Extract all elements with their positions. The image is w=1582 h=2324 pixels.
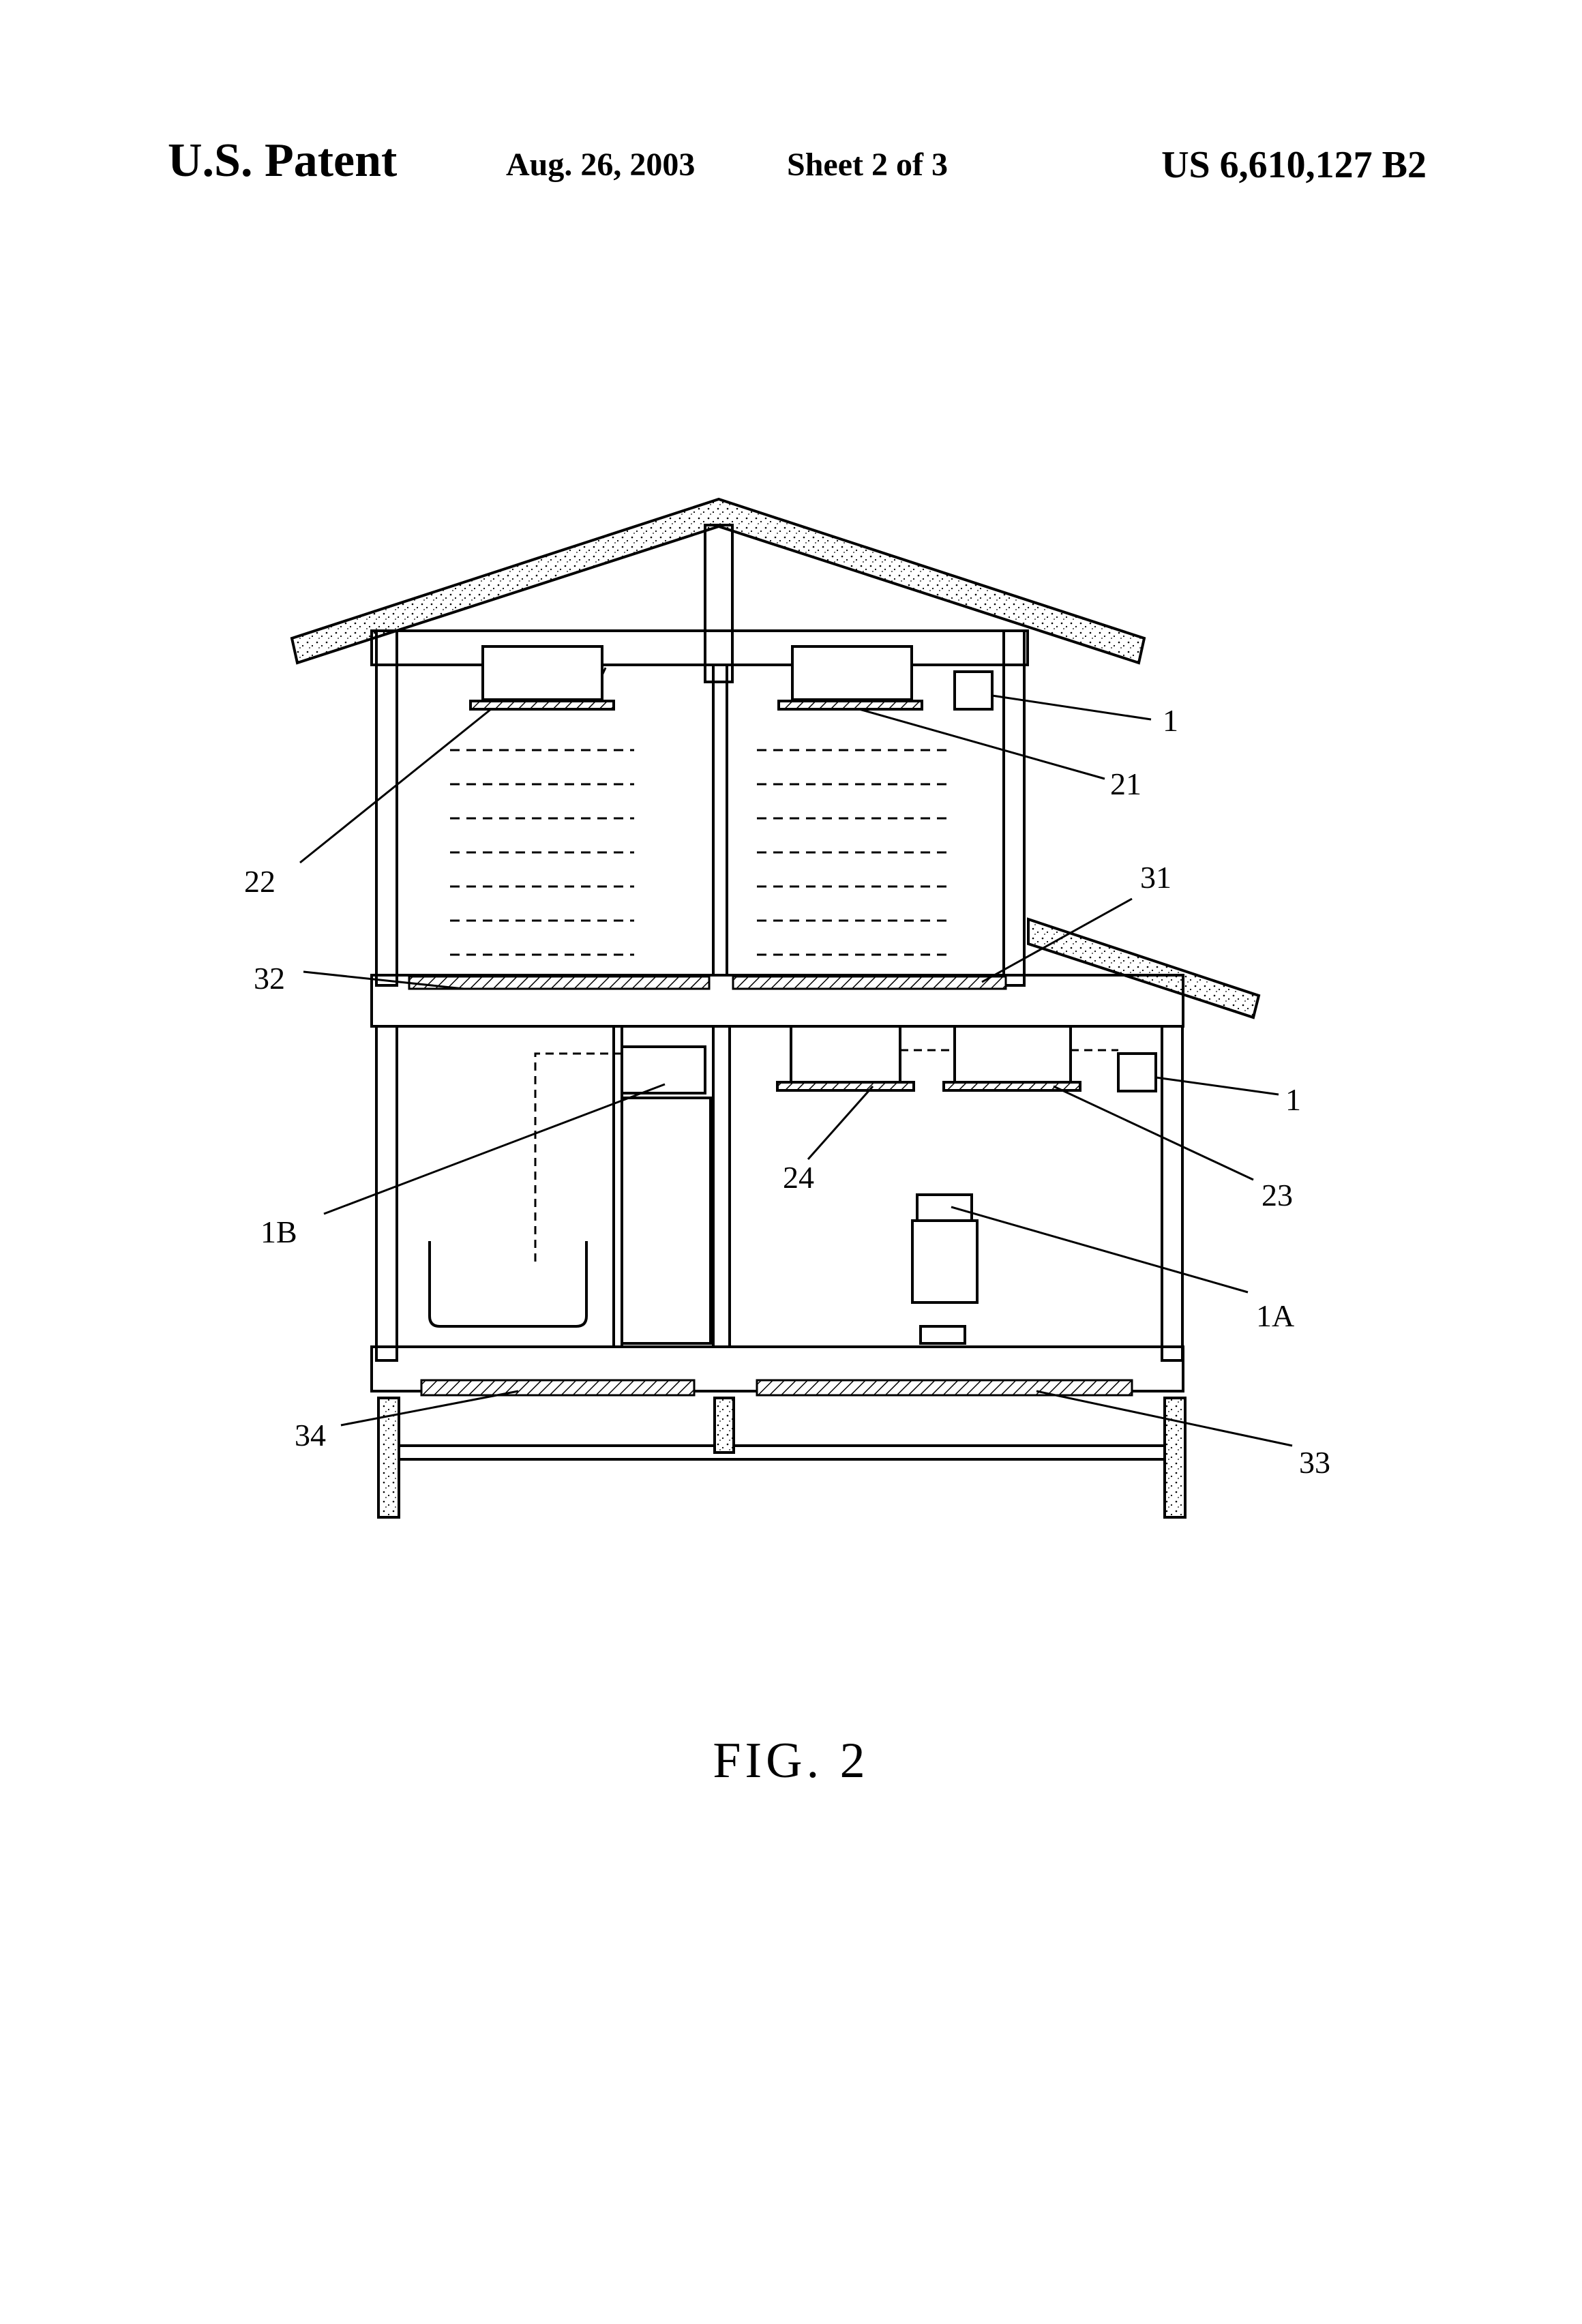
- heater-unit-1A: [916, 1193, 973, 1222]
- publication-label: U.S. Patent: [168, 134, 398, 187]
- ceiling-beam: [370, 629, 1029, 666]
- sheet-number: Sheet 2 of 3: [787, 147, 948, 183]
- ridge-post: [704, 524, 734, 683]
- ref-label-34: 34: [295, 1418, 326, 1452]
- ref-label-1-upper: 1: [1163, 703, 1178, 738]
- upper-center-wall: [712, 664, 728, 977]
- ref-label-1B: 1B: [260, 1215, 297, 1249]
- leader-lines: [299, 694, 1293, 1447]
- main-roof: [290, 497, 1146, 665]
- appliances: [428, 670, 1157, 1345]
- figure-caption: FIG. 2: [713, 1733, 869, 1789]
- ref-label-1-lower: 1: [1285, 1082, 1301, 1117]
- lower-roof-overhang: [1027, 917, 1261, 1019]
- ref-label-33: 33: [1299, 1445, 1330, 1480]
- lower-center-wall: [712, 1025, 731, 1348]
- publication-date: Aug. 26, 2003: [506, 147, 696, 183]
- lower-right-wall: [1161, 1025, 1184, 1362]
- ref-label-24: 24: [783, 1160, 814, 1195]
- heater-unit-upper: [953, 670, 994, 711]
- bathtub: [428, 1241, 588, 1328]
- floor-panel-31: [732, 975, 1007, 990]
- ref-label-32: 32: [254, 961, 285, 996]
- ceiling-units: [469, 645, 1081, 1092]
- cabinet: [621, 1097, 712, 1345]
- ref-label-23: 23: [1262, 1178, 1293, 1212]
- ref-label-21: 21: [1110, 766, 1141, 801]
- ref-label-22: 22: [244, 864, 275, 899]
- footings: [377, 1397, 1186, 1519]
- floor-panel-34: [420, 1379, 696, 1397]
- frame: [370, 524, 1184, 1461]
- upper-left-wall: [375, 629, 398, 987]
- stand: [911, 1219, 979, 1304]
- patent-number: US 6,610,127 B2: [1161, 144, 1427, 186]
- floor-panel-33: [756, 1379, 1133, 1397]
- ref-label-1A: 1A: [1256, 1298, 1294, 1333]
- heater-unit-1B: [621, 1045, 706, 1094]
- heat-emission-lines: [450, 749, 948, 956]
- pipes: [534, 664, 1118, 1262]
- heater-unit-lower: [1117, 1052, 1157, 1092]
- roof: [290, 497, 1261, 1019]
- mid-floor: [370, 974, 1184, 1028]
- upper-right-wall: [1002, 629, 1026, 987]
- ref-label-31: 31: [1140, 860, 1171, 895]
